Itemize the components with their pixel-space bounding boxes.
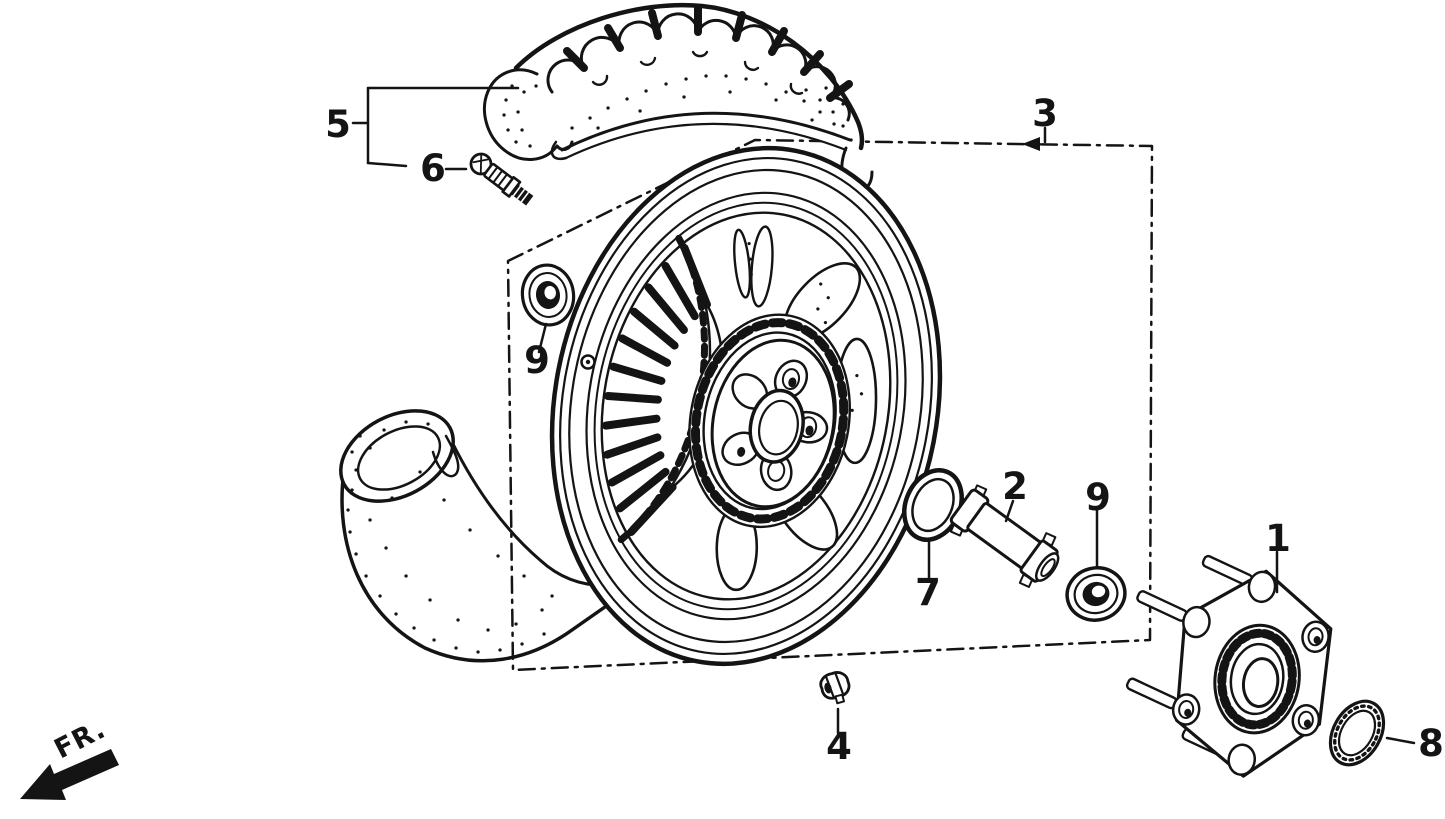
box-leader-arrowhead — [1022, 137, 1040, 151]
damper-scallop-ring — [691, 318, 849, 524]
drive-flange — [1125, 554, 1333, 778]
valve-stem — [469, 152, 534, 206]
spline-teeth — [1217, 628, 1297, 730]
flange-bosses — [1171, 570, 1330, 776]
callout-8: 8 — [1418, 722, 1444, 765]
axle-bore — [748, 388, 805, 464]
tire-section-lower — [339, 409, 644, 663]
bearing-right — [1065, 566, 1127, 622]
callout-7: 7 — [915, 571, 941, 614]
spline-bore — [1241, 657, 1280, 708]
callout-4: 4 — [826, 725, 852, 768]
o-ring-7 — [902, 468, 964, 542]
tire — [483, 2, 874, 192]
callout-9-left: 9 — [524, 339, 550, 382]
fr-arrow-icon — [20, 749, 119, 800]
tread-knob-grooves — [563, 4, 853, 102]
callout-9-right: 9 — [1085, 476, 1111, 519]
callout-labels: 1 2 3 4 5 6 7 8 9 9 — [325, 92, 1444, 768]
leader-lines — [351, 86, 1416, 745]
callout-3: 3 — [1032, 92, 1058, 135]
tire-cut-face — [483, 68, 574, 161]
tube-bead-curl — [431, 434, 460, 478]
callout-5: 5 — [325, 103, 351, 146]
axle-collar — [949, 484, 1060, 588]
front-direction-indicator: FR. — [20, 714, 119, 800]
tire-bead-line — [560, 111, 852, 152]
valve-nut-4 — [819, 671, 851, 705]
callout-1: 1 — [1265, 517, 1291, 560]
valve-threads — [510, 183, 534, 206]
tread-scallop-edge — [546, 12, 851, 122]
seal-ring-8 — [1328, 699, 1386, 767]
bearing-left — [520, 263, 576, 327]
wheel-rim — [549, 145, 943, 667]
wheel-hub-center — [688, 313, 852, 529]
rim-valve-hole — [580, 354, 596, 370]
sprocket-drum-ribs — [601, 233, 725, 544]
callout-6: 6 — [420, 147, 446, 190]
assembly-outline-box — [506, 137, 1154, 672]
callout-2: 2 — [1002, 465, 1028, 508]
